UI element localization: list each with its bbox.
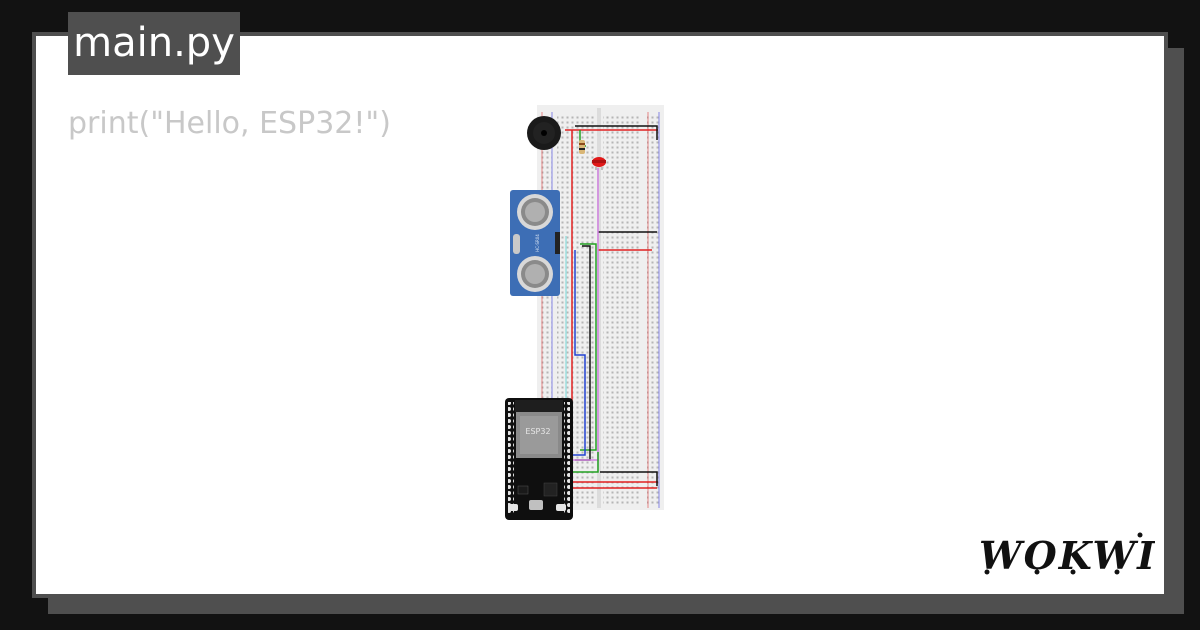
esp32-board: ESP32: [505, 398, 573, 520]
wokwi-logo: WOKWI: [979, 532, 1155, 578]
circuit-diagram: HC-SR04 ESP32: [505, 105, 664, 520]
buzzer: [527, 116, 561, 150]
wokwi-logo-text: WOKWI: [979, 533, 1155, 578]
led: [592, 157, 606, 170]
resistor: [579, 140, 585, 154]
sensor-label: HC-SR04: [535, 234, 540, 252]
code-line: print("Hello, ESP32!"): [68, 106, 391, 141]
filename-tab[interactable]: main.py: [68, 12, 240, 75]
ultrasonic-sensor: HC-SR04: [510, 190, 560, 296]
esp32-label: ESP32: [525, 427, 550, 436]
